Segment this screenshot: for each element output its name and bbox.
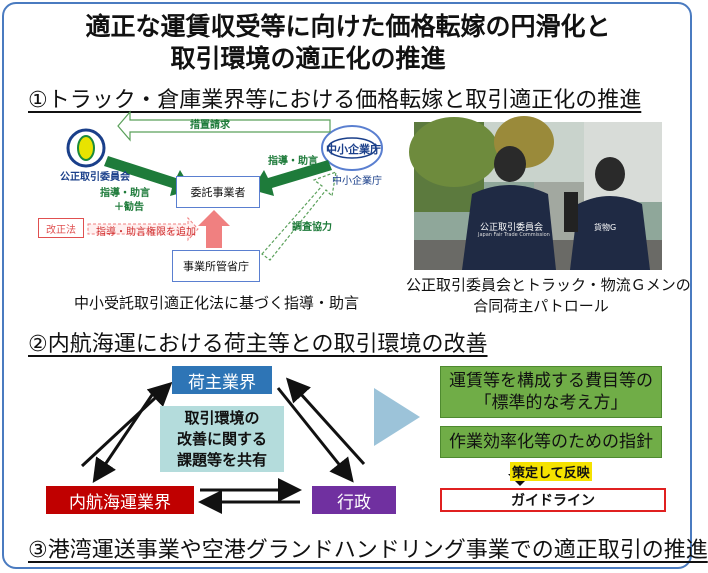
jftc-logo-icon <box>66 128 106 168</box>
investigation-label: 調査協力 <box>292 222 332 233</box>
patrol-photo: 公正取引委員会 Japan Fair Trade Commission 貨物G <box>409 116 662 270</box>
page-title-line2: 取引環境の適正化の推進 <box>170 44 446 73</box>
efficiency-guide-box: 作業効率化等のための指針 <box>440 426 662 458</box>
gov-to-shipper-arrow <box>285 377 366 466</box>
shipper-to-gov-arrow <box>276 387 354 483</box>
consignor-box: 委託事業者 <box>176 176 260 208</box>
revision-badge: 改正法 <box>38 218 84 238</box>
measures-request-arrow <box>117 110 331 142</box>
vest-left-text: 公正取引委員会 <box>480 223 544 233</box>
photo-caption-line2: 合同荷主パトロール <box>473 297 609 315</box>
government-box: 行政 <box>312 486 396 514</box>
sme-agency-badge: 中小企業庁 <box>326 143 381 156</box>
standard-approach-box: 運賃等を構成する費目等の 「標準的な考え方」 <box>440 366 662 418</box>
patrol-photo-svg <box>409 116 662 270</box>
section1-heading: ①トラック・倉庫業界等における価格転嫁と取引適正化の推進 <box>28 88 642 113</box>
shared-issues-line2: 改善に関する <box>176 430 267 448</box>
sme-agency-label: 中小企業庁 <box>332 176 382 187</box>
guideline-box: ガイドライン <box>440 488 666 512</box>
section3-heading: ③港湾運送事業や空港グランドハンドリング事業での適正取引の推進 <box>28 538 708 563</box>
standard-approach-line2: 「標準的な考え方」 <box>474 393 628 413</box>
outer-frame <box>2 2 692 569</box>
ministry-box: 事業所管省庁 <box>172 250 260 282</box>
shared-issues-line1: 取引環境の <box>184 409 260 427</box>
flow-triangle <box>374 388 420 446</box>
diagram-caption: 中小受託取引適正化法に基づく指導・助言 <box>74 294 360 312</box>
authority-added-arrow <box>87 216 199 242</box>
vest-right-text: 貨物G <box>594 223 617 232</box>
coastal-shipping-box: 内航海運業界 <box>46 486 194 514</box>
sme-to-consignor-arrow <box>252 160 332 196</box>
shipper-industry-box: 荷主業界 <box>172 366 272 394</box>
investigation-arrow <box>261 171 337 261</box>
ministry-to-consignor-arrow <box>198 210 230 248</box>
vest-left-subtext: Japan Fair Trade Commission <box>478 232 550 238</box>
guidance-advice-label: 指導・助言 <box>268 156 318 167</box>
jftc-to-consignor-arrow <box>104 156 192 196</box>
standard-approach-line1: 運賃等を構成する費目等の <box>449 371 653 391</box>
shared-issues-box: 取引環境の 改善に関する 課題等を共有 <box>160 406 284 472</box>
shipper-to-shipping-arrow <box>92 391 156 483</box>
photo-caption-line1: 公正取引委員会とトラック・物流Ｇメンの <box>406 276 691 294</box>
page-title-line1: 適正な運賃収受等に向けた価格転嫁の円滑化と <box>85 12 611 41</box>
jftc-label: 公正取引委員会 <box>60 172 130 183</box>
shipping-to-shipper-arrow <box>80 381 173 468</box>
authority-added-label: 指導・助言権限を追加 <box>96 227 196 238</box>
sme-agency-logo-icon <box>321 125 383 171</box>
guidance-advice-rec-label-2: ＋勧告 <box>114 202 144 213</box>
shared-issues-line3: 課題等を共有 <box>176 451 267 469</box>
formulate-label: 策定して反映 <box>510 462 592 481</box>
measures-request-label: 措置請求 <box>190 120 230 131</box>
section2-heading: ②内航海運における荷主等との取引環境の改善 <box>28 332 488 357</box>
guidance-advice-rec-label-1: 指導・助言 <box>100 188 150 199</box>
